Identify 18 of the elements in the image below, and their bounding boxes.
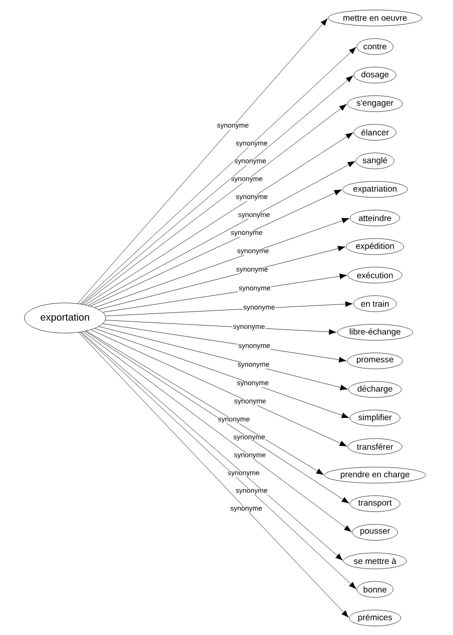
arrow [98, 326, 348, 390]
arrow [86, 330, 324, 475]
arrow [85, 132, 354, 305]
arrow [105, 301, 353, 316]
arrow [98, 246, 346, 310]
arrow [90, 190, 342, 306]
arrow [83, 331, 352, 532]
arrow [90, 330, 348, 446]
arrow [78, 18, 328, 304]
arrow [80, 332, 343, 561]
arrow [88, 161, 356, 306]
arrow [102, 324, 346, 363]
arrow [85, 331, 350, 504]
arrow [94, 328, 350, 418]
arrow [82, 104, 347, 304]
arrow [94, 218, 350, 308]
arrow [102, 273, 348, 312]
arrow [105, 320, 336, 335]
